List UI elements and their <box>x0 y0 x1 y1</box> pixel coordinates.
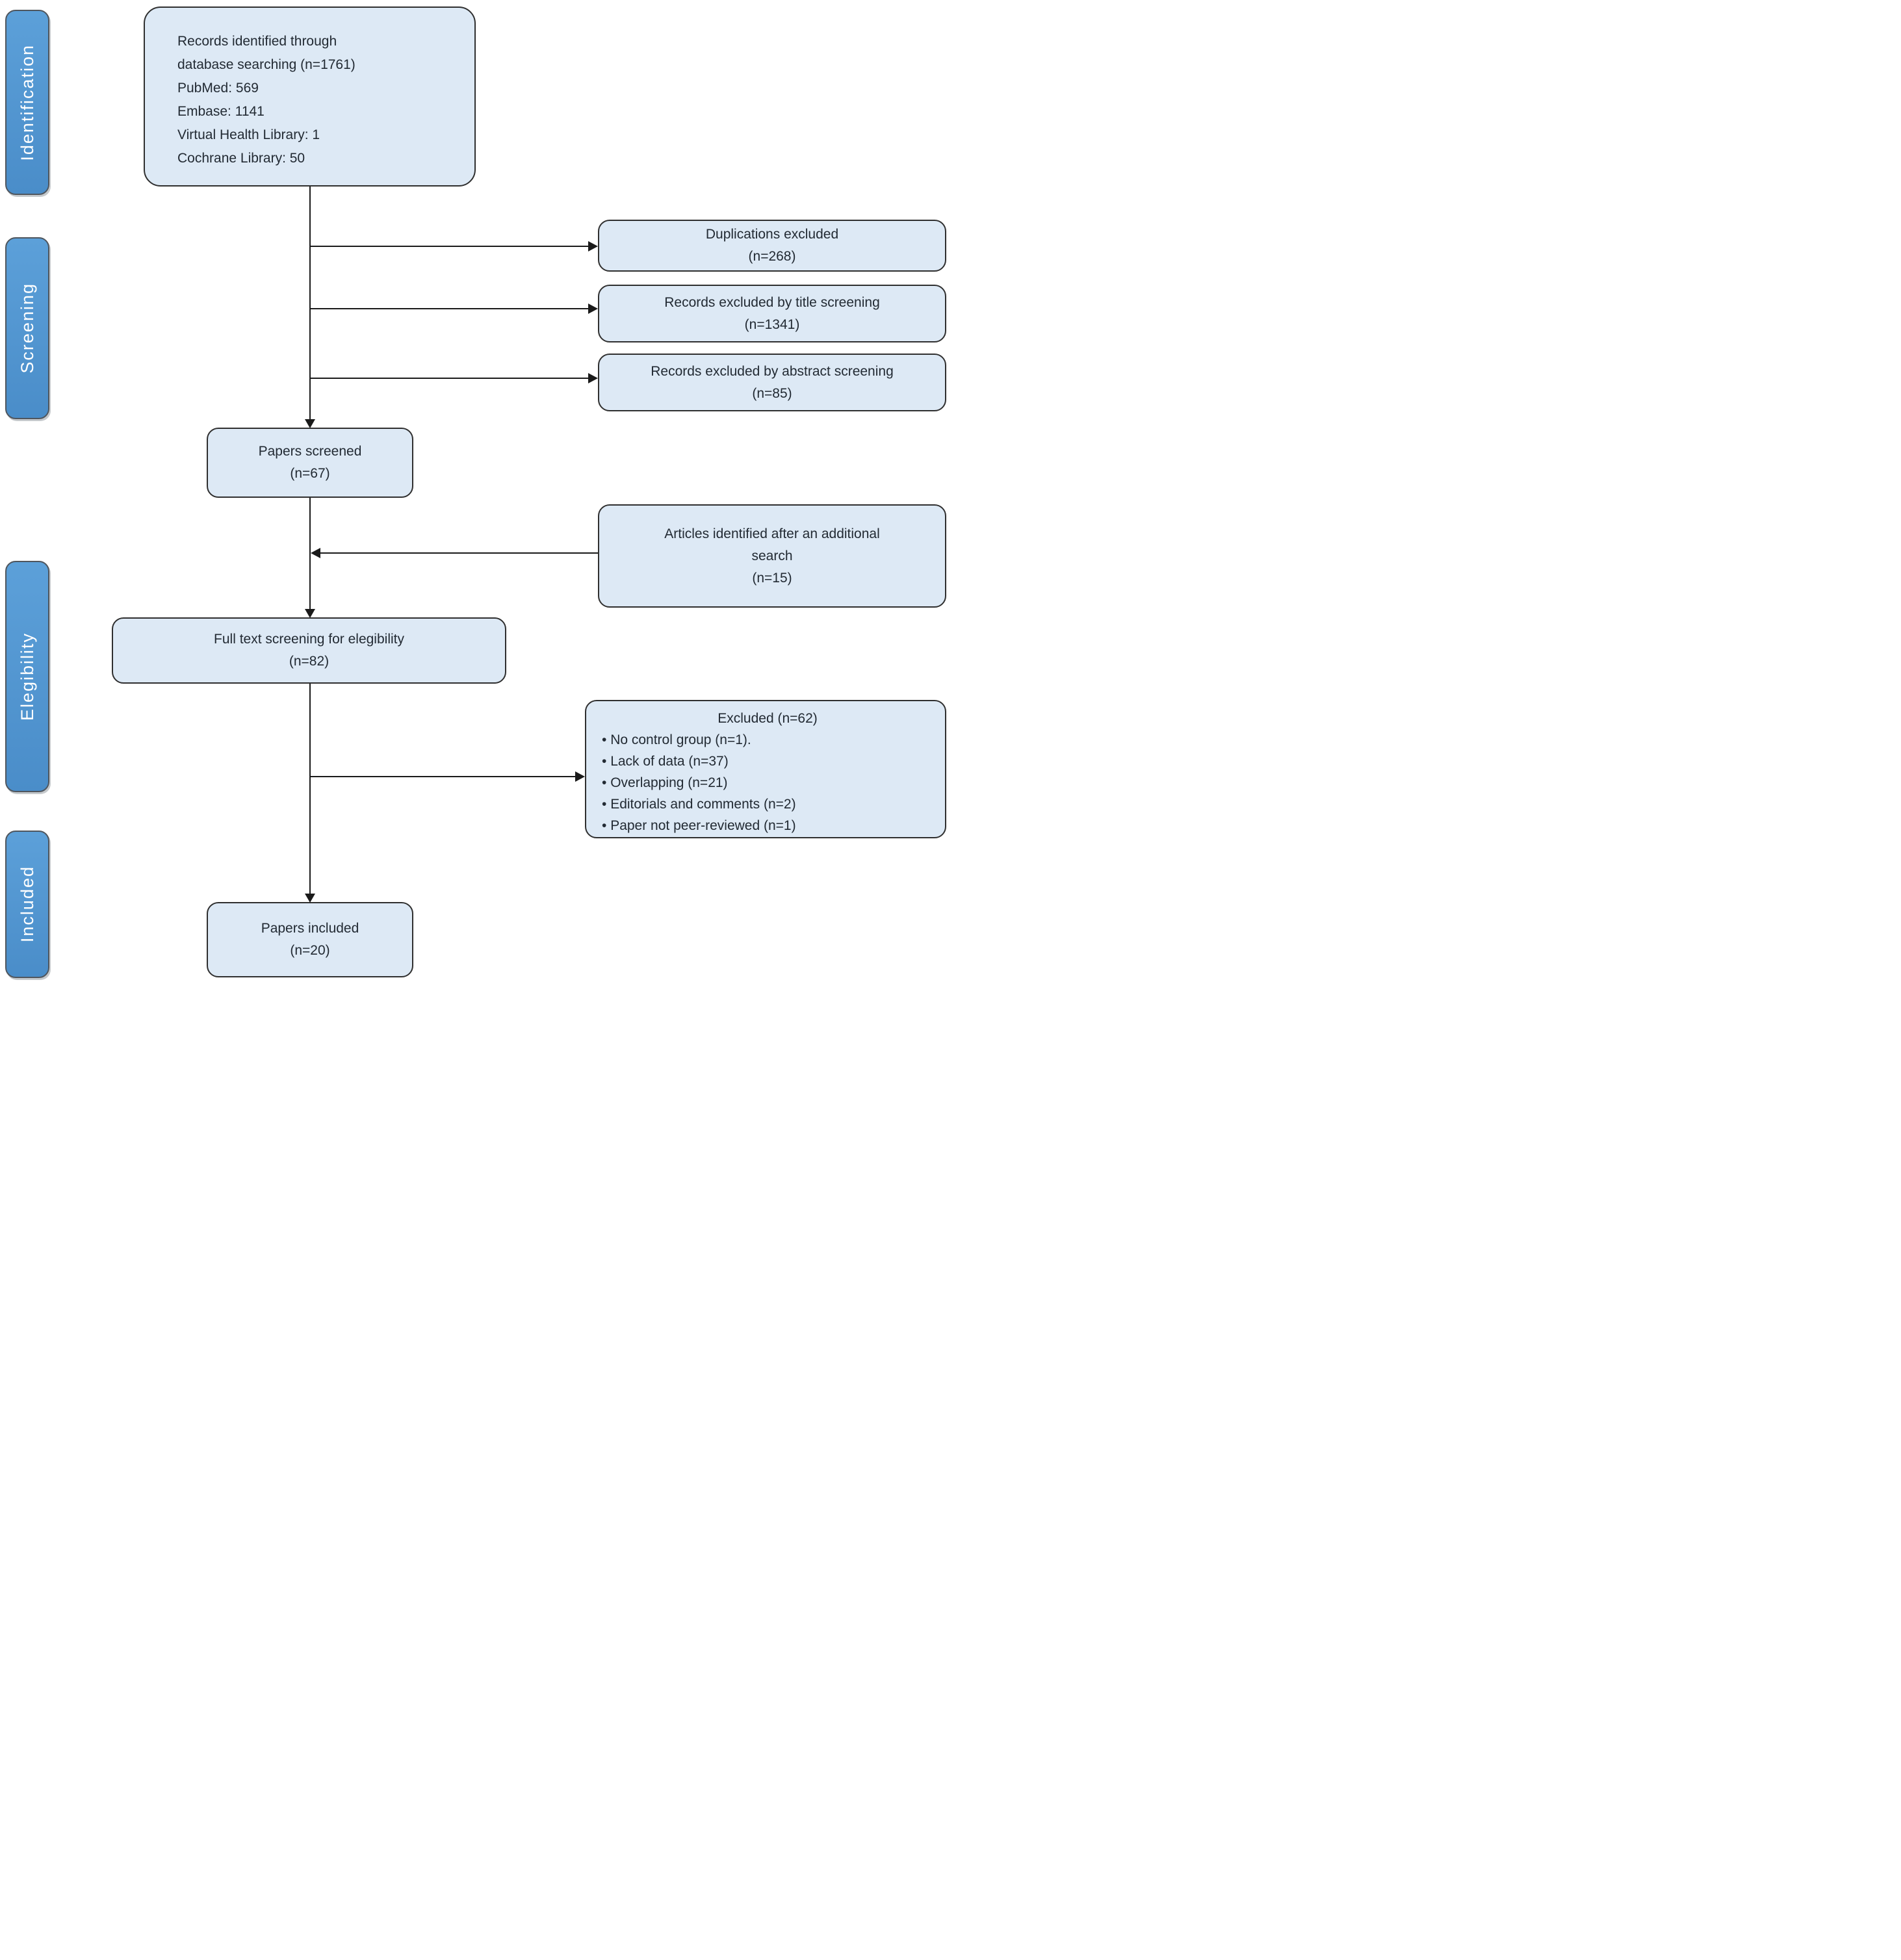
title-screening-excluded-line: Records excluded by title screening <box>664 294 880 310</box>
prisma-flow-diagram: Identification Screening Elegibility Inc… <box>0 0 950 980</box>
arrow-fulltext-to-included-head <box>305 894 315 903</box>
stage-elegibility: Elegibility <box>5 561 49 792</box>
papers-screened-count: (n=67) <box>290 466 330 481</box>
records-identified-line: database searching (n=1761) <box>177 57 356 72</box>
full-text-screening-box: Full text screening for elegibility (n=8… <box>112 617 506 684</box>
full-text-screening-count: (n=82) <box>289 654 330 669</box>
arrow-to-abstract-screening-line <box>310 378 589 379</box>
records-identified-line: Records identified through <box>177 34 337 49</box>
excluded-reasons-title: Excluded (n=62) <box>718 711 818 726</box>
abstract-screening-excluded-count: (n=85) <box>752 385 792 401</box>
records-identified-line: Cochrane Library: 50 <box>177 151 305 166</box>
duplications-excluded-count: (n=268) <box>748 249 796 264</box>
papers-included-line: Papers included <box>261 921 359 936</box>
additional-search-line: Articles identified after an additional <box>664 526 880 541</box>
arrow-screened-to-fulltext-head <box>305 609 315 618</box>
arrow-fulltext-to-included-line <box>309 684 311 894</box>
arrow-screened-to-fulltext-line <box>309 498 311 610</box>
stage-included-label: Included <box>17 866 37 943</box>
records-identified-line: Embase: 1141 <box>177 104 265 119</box>
abstract-screening-excluded-box: Records excluded by abstract screening (… <box>598 354 946 411</box>
arrow-records-to-screened-head <box>305 419 315 428</box>
arrow-to-excluded-line <box>310 776 576 777</box>
arrow-to-excluded-head <box>575 771 585 782</box>
arrow-records-to-screened-line <box>309 187 311 420</box>
excluded-reason-item: No control group (n=1). <box>602 729 933 751</box>
excluded-reason-item: Paper not peer-reviewed (n=1) <box>602 815 933 836</box>
arrow-to-abstract-screening-head <box>588 373 598 383</box>
full-text-screening-line: Full text screening for elegibility <box>214 632 404 647</box>
additional-search-line: search <box>751 548 793 563</box>
additional-search-box: Articles identified after an additional … <box>598 504 946 608</box>
excluded-reason-item: Overlapping (n=21) <box>602 772 933 793</box>
papers-screened-box: Papers screened (n=67) <box>207 428 413 498</box>
stage-included: Included <box>5 831 49 978</box>
excluded-reasons-box: Excluded (n=62) No control group (n=1). … <box>585 700 946 838</box>
records-identified-box: Records identified through database sear… <box>144 6 476 187</box>
excluded-reason-item: Lack of data (n=37) <box>602 751 933 772</box>
papers-included-count: (n=20) <box>290 943 330 958</box>
title-screening-excluded-box: Records excluded by title screening (n=1… <box>598 285 946 342</box>
stage-screening-label: Screening <box>17 283 37 374</box>
stage-screening: Screening <box>5 237 49 419</box>
arrow-additional-search-head <box>311 548 320 558</box>
records-identified-line: PubMed: 569 <box>177 81 259 96</box>
papers-included-box: Papers included (n=20) <box>207 902 413 977</box>
arrow-to-title-screening-head <box>588 303 598 314</box>
abstract-screening-excluded-line: Records excluded by abstract screening <box>651 363 894 379</box>
stage-elegibility-label: Elegibility <box>17 632 37 721</box>
arrow-to-duplications-head <box>588 241 598 251</box>
arrow-to-duplications-line <box>310 246 589 247</box>
excluded-reason-item: Editorials and comments (n=2) <box>602 793 933 815</box>
stage-identification-label: Identification <box>17 44 37 161</box>
stage-identification: Identification <box>5 10 49 195</box>
title-screening-excluded-count: (n=1341) <box>744 316 800 332</box>
duplications-excluded-box: Duplications excluded (n=268) <box>598 220 946 272</box>
duplications-excluded-line: Duplications excluded <box>705 227 839 242</box>
arrow-to-title-screening-line <box>310 308 589 309</box>
records-identified-line: Virtual Health Library: 1 <box>177 127 320 142</box>
arrow-additional-search-line <box>320 552 598 554</box>
additional-search-count: (n=15) <box>752 570 792 586</box>
papers-screened-line: Papers screened <box>258 444 362 459</box>
